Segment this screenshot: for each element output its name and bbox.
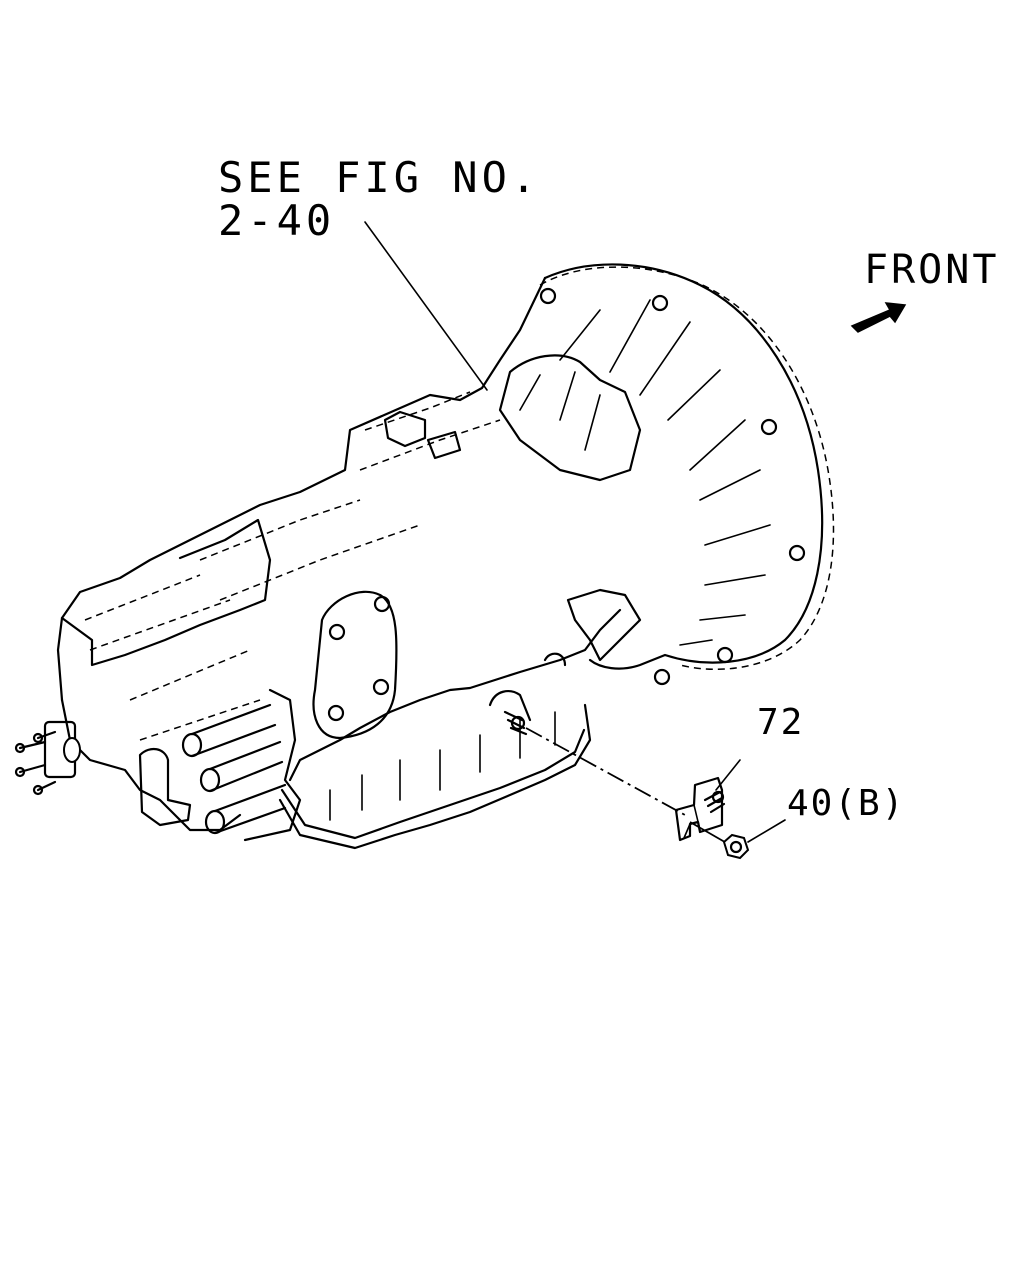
bolt-hole <box>372 678 390 696</box>
mounting-stud <box>503 710 528 736</box>
side-cover-plate <box>312 590 398 740</box>
case-lower-detail <box>488 652 567 722</box>
bolt-head <box>711 790 725 804</box>
valve-body-block <box>243 688 302 842</box>
rear-mount <box>138 747 192 827</box>
bell-housing-outline <box>543 263 824 670</box>
bolt-hole <box>788 544 806 562</box>
front-label: FRONT <box>864 247 1000 293</box>
bolt-hole <box>651 294 669 312</box>
bolt-hole <box>760 418 778 436</box>
pin-end <box>32 784 44 796</box>
bell-housing-flange-dashed <box>539 266 835 670</box>
connector-face <box>63 737 81 763</box>
bolt-hole <box>328 623 346 641</box>
pin-end <box>14 766 26 778</box>
stud-head <box>510 715 526 731</box>
case-seam <box>199 391 501 601</box>
main-case-top <box>56 276 547 702</box>
oil-pan-flange <box>280 728 586 840</box>
see-fig-leader <box>364 221 488 391</box>
bracket-72 <box>674 776 724 842</box>
bolt-hole <box>327 704 345 722</box>
see-fig-number: 2-40 <box>218 196 336 245</box>
nut-40b <box>722 833 750 860</box>
bolt-hole <box>539 287 557 305</box>
front-arrow-icon <box>850 302 907 333</box>
case-seam <box>84 574 261 741</box>
assembly-line-nut <box>689 821 731 846</box>
nut-hole <box>729 840 743 854</box>
bell-housing-ribs <box>559 299 771 646</box>
part-40b-label: 40(B) <box>787 783 906 824</box>
main-case-ridge-detail <box>519 371 601 451</box>
top-boss <box>383 410 462 460</box>
rear-extension <box>60 518 272 667</box>
see-fig-label: SEE FIG NO. <box>218 153 541 202</box>
bolt-hole <box>653 668 671 686</box>
oil-pan <box>278 703 592 850</box>
main-case-upper-ridge <box>498 354 642 482</box>
part-72-leader <box>715 759 741 791</box>
part-40b-leader <box>747 819 786 843</box>
case-lower-edge <box>288 608 622 782</box>
assembly-line <box>525 727 686 816</box>
part-72-label: 72 <box>757 702 805 743</box>
case-bracket <box>566 588 642 662</box>
bolt-hole <box>716 646 734 664</box>
pin-end <box>14 742 26 754</box>
bracket-72-bend <box>683 804 701 839</box>
bolt-hole <box>373 595 391 613</box>
cylinder-body <box>190 703 287 835</box>
oil-pan-ribs <box>329 711 556 821</box>
pin-end <box>32 732 44 744</box>
